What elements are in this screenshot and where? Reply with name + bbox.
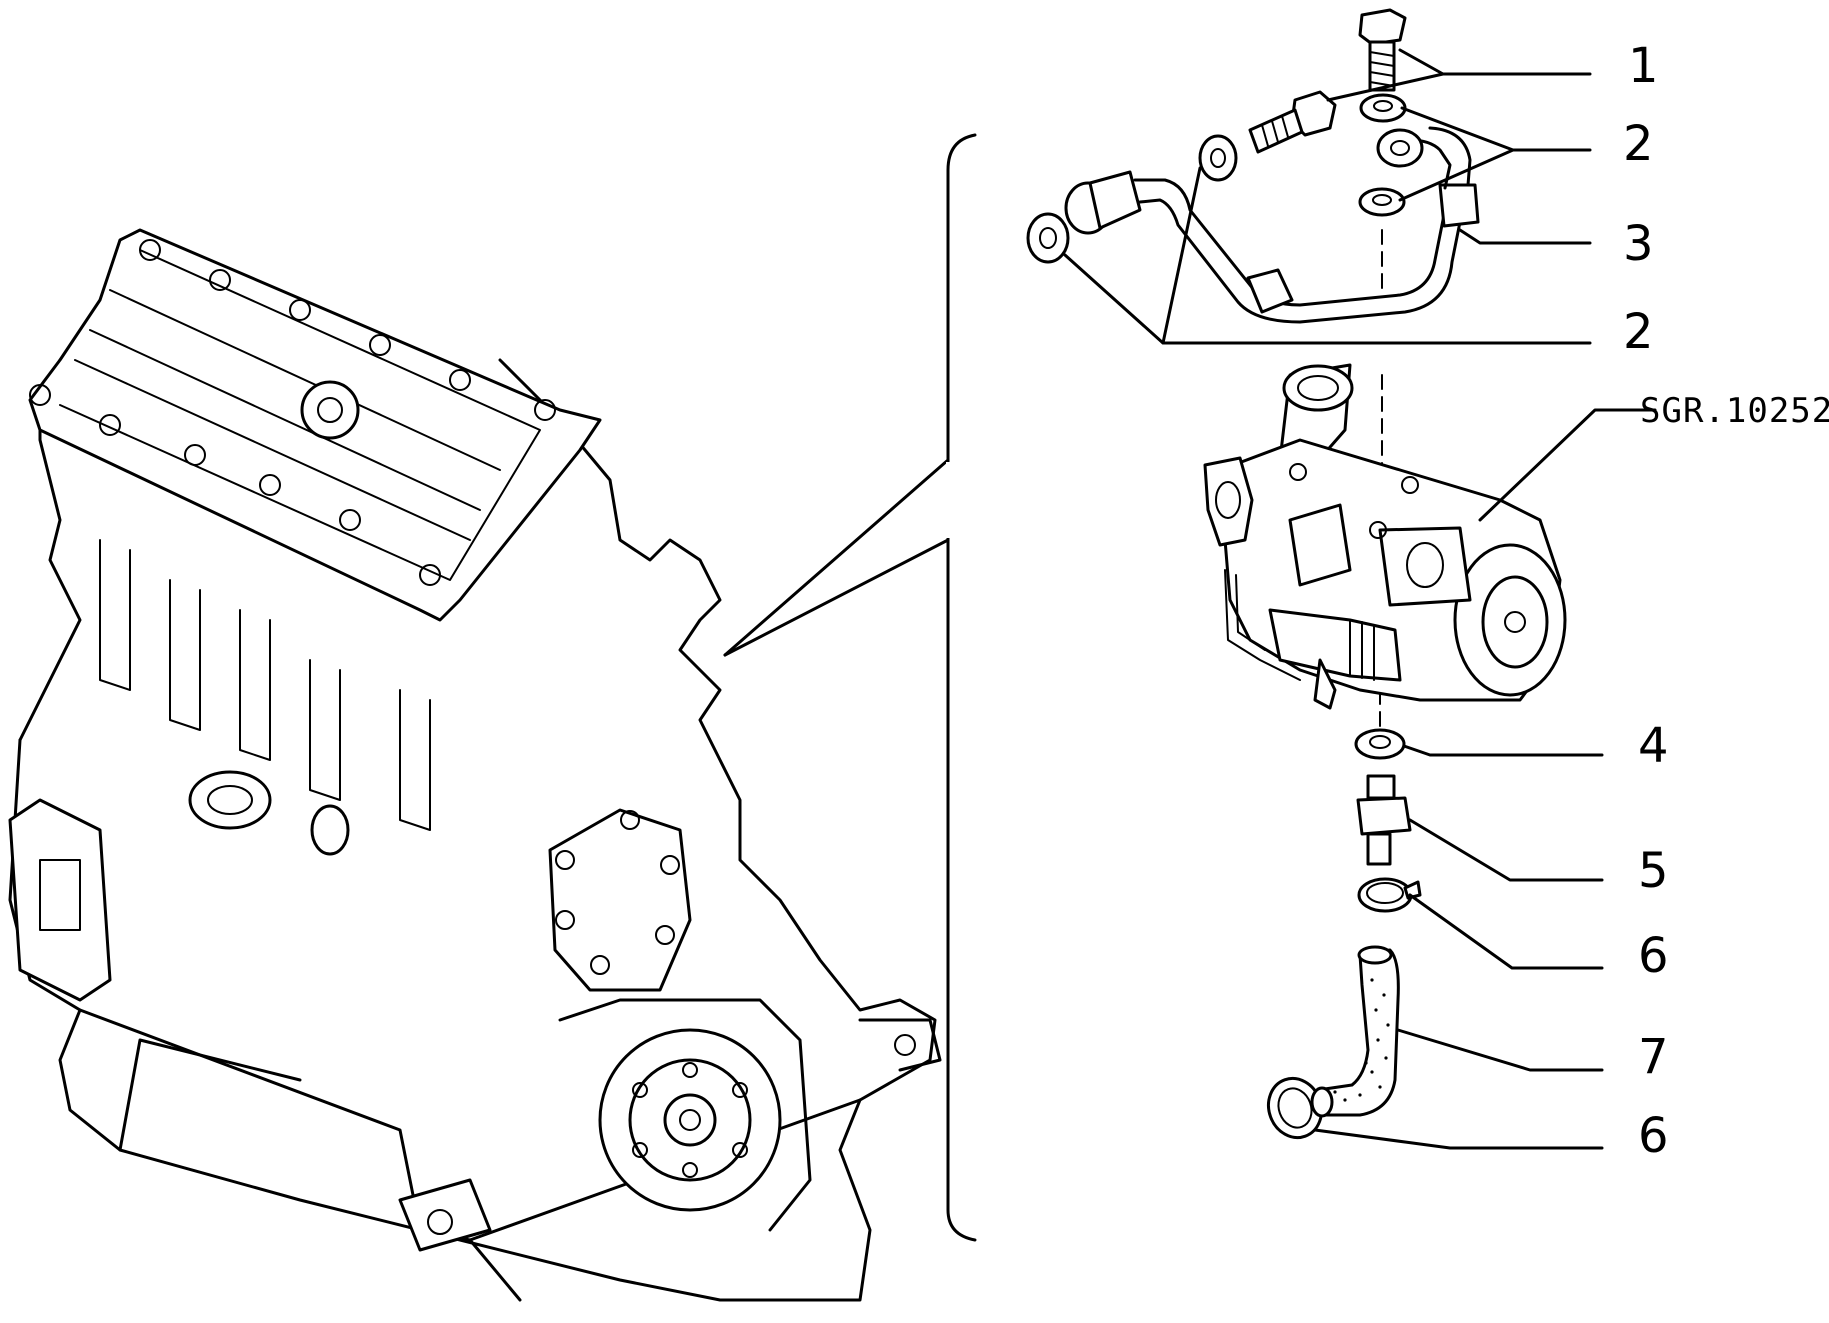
union-fitting (1356, 774, 1412, 866)
reference-code: SGR.10252 (1640, 391, 1829, 431)
callout-label-5: 5 (1638, 843, 1669, 899)
callout-label-2-upper: 2 (1623, 116, 1654, 172)
hose-clamp-upper (1357, 877, 1422, 913)
banjo-bolt-horizontal (1248, 90, 1337, 154)
assembly-axis (1379, 229, 1383, 731)
leader-lines (1063, 48, 1657, 1150)
fuel-pipe (1064, 126, 1480, 324)
return-hose (1310, 945, 1400, 1118)
callout-label-4: 4 (1638, 718, 1669, 774)
callout-label-2-lower: 2 (1623, 304, 1654, 360)
callout-labels: 1 2 3 2 4 5 6 7 6 SGR.10252 (1623, 38, 1829, 1164)
sealing-washer-4 (1354, 728, 1406, 760)
callout-label-6-lower: 6 (1638, 1108, 1669, 1164)
injection-pump (1203, 363, 1567, 710)
detail-bracket (723, 133, 977, 1242)
callout-label-1: 1 (1628, 38, 1659, 94)
callout-label-7: 7 (1638, 1029, 1669, 1085)
callout-label-3: 3 (1623, 216, 1654, 272)
engine-block-illustration (8, 228, 942, 1302)
banjo-bolt-vertical (1358, 8, 1407, 92)
sealing-washers (1026, 93, 1407, 264)
callout-label-6-upper: 6 (1638, 928, 1669, 984)
